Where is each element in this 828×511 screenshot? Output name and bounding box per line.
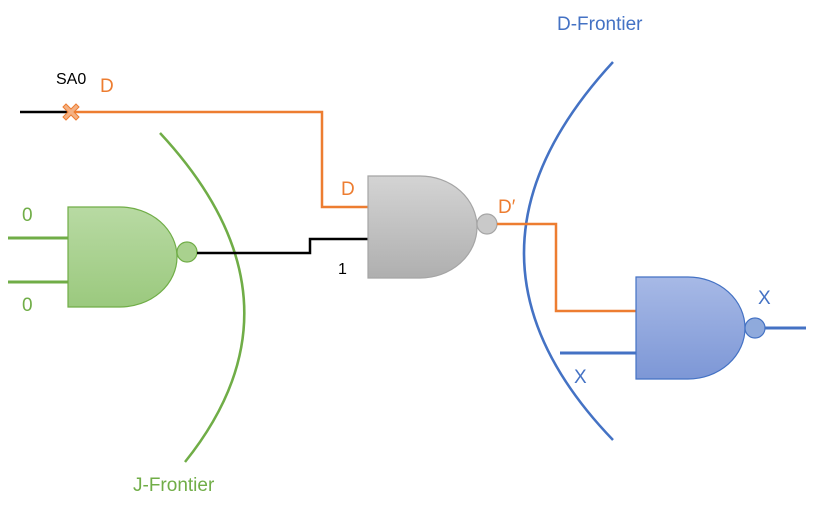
green-nand-gate [67,206,178,308]
j-frontier-arc [159,132,246,463]
d-frontier-label: D-Frontier [557,14,643,35]
green-input-top-label: 0 [22,205,33,226]
blue-nand-gate [635,276,746,380]
sa0-label: SA0 [56,71,86,88]
input-one-label: 1 [338,261,347,278]
gray-nand-gate [367,175,478,279]
gray-nand-bubble [476,213,498,235]
x-mark-icon [62,103,80,121]
green-input-bottom-label: 0 [22,295,33,316]
blue-input-x-label: X [574,367,587,388]
fault-d-label: D [100,76,114,97]
gate-input-d-label: D [341,179,355,200]
d-path-wire [70,110,368,209]
gate-output-d-prime-label: D′ [498,197,516,218]
d-prime-path-wire [497,222,636,313]
blue-nand-bubble [744,317,766,339]
one-path-wire [197,237,368,255]
green-nand-bubble [176,241,198,263]
blue-output-x-label: X [758,288,771,309]
j-frontier-label: J-Frontier [133,475,215,496]
d-frontier-arc [522,61,614,441]
